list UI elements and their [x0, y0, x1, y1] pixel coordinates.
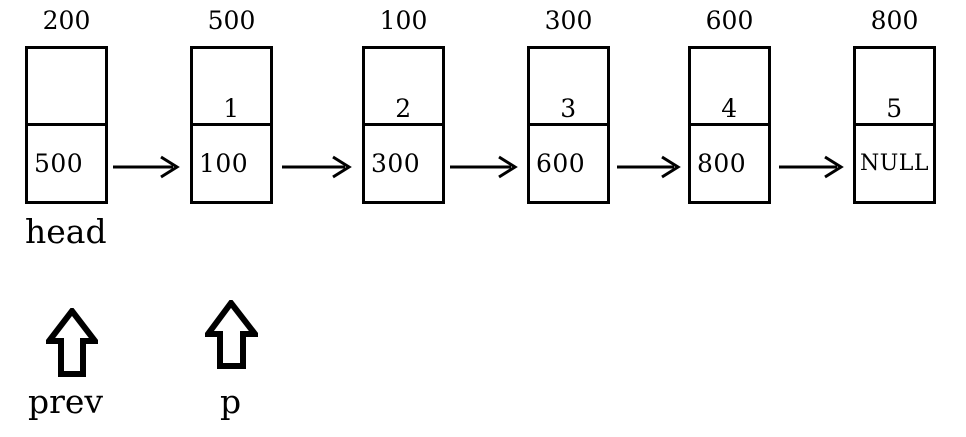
node-data-cell-5: 4 — [691, 49, 768, 123]
prev-pointer-arrow — [42, 306, 102, 378]
arrow-right-icon — [779, 155, 844, 179]
arrow-up-icon — [202, 298, 262, 369]
link-arrow-3-to-4 — [450, 155, 518, 179]
node-data-cell-1 — [28, 49, 105, 123]
arrow-right-icon — [450, 155, 518, 179]
node-next-cell-6: NULL — [856, 123, 933, 201]
node-address-label-5: 600 — [705, 6, 754, 35]
node-address-label-2: 500 — [207, 6, 256, 35]
list-node-2: 1 100 — [190, 46, 273, 204]
arrow-right-icon — [113, 155, 180, 179]
link-arrow-1-to-2 — [113, 155, 180, 179]
node-data-cell-3: 2 — [365, 49, 442, 123]
list-node-4: 3 600 — [527, 46, 610, 204]
node-next-cell-2: 100 — [193, 123, 270, 201]
node-address-label-6: 800 — [870, 6, 919, 35]
node-next-value-5: 800 — [697, 149, 747, 178]
p-pointer-arrow — [202, 298, 262, 370]
p-pointer-label: p — [220, 382, 242, 421]
list-node-6: 5 NULL — [853, 46, 936, 204]
node-address-label-4: 300 — [544, 6, 593, 35]
prev-pointer-label: prev — [28, 382, 104, 421]
node-data-value-5: 4 — [721, 94, 738, 123]
arrow-right-icon — [617, 155, 681, 179]
node-data-value-2: 1 — [223, 94, 240, 123]
node-data-value-3: 2 — [395, 94, 412, 123]
node-data-cell-6: 5 — [856, 49, 933, 123]
list-node-5: 4 800 — [688, 46, 771, 204]
node-next-cell-1: 500 — [28, 123, 105, 201]
node-next-cell-4: 600 — [530, 123, 607, 201]
node-address-label-3: 100 — [379, 6, 428, 35]
node-address-label-1: 200 — [42, 6, 91, 35]
arrow-up-icon — [42, 306, 102, 377]
node-data-value-4: 3 — [560, 94, 577, 123]
node-data-cell-2: 1 — [193, 49, 270, 123]
link-arrow-2-to-3 — [282, 155, 352, 179]
head-pointer-label: head — [25, 212, 107, 251]
node-next-cell-3: 300 — [365, 123, 442, 201]
node-data-cell-4: 3 — [530, 49, 607, 123]
node-next-value-4: 600 — [536, 149, 586, 178]
list-node-3: 2 300 — [362, 46, 445, 204]
arrow-right-icon — [282, 155, 352, 179]
node-data-value-6: 5 — [886, 94, 903, 123]
node-next-value-6: NULL — [859, 150, 929, 176]
link-arrow-5-to-6 — [779, 155, 844, 179]
list-node-1: 500 — [25, 46, 108, 204]
node-next-value-2: 100 — [199, 149, 249, 178]
node-next-cell-5: 800 — [691, 123, 768, 201]
node-next-value-3: 300 — [371, 149, 421, 178]
link-arrow-4-to-5 — [617, 155, 681, 179]
node-next-value-1: 500 — [34, 149, 84, 178]
